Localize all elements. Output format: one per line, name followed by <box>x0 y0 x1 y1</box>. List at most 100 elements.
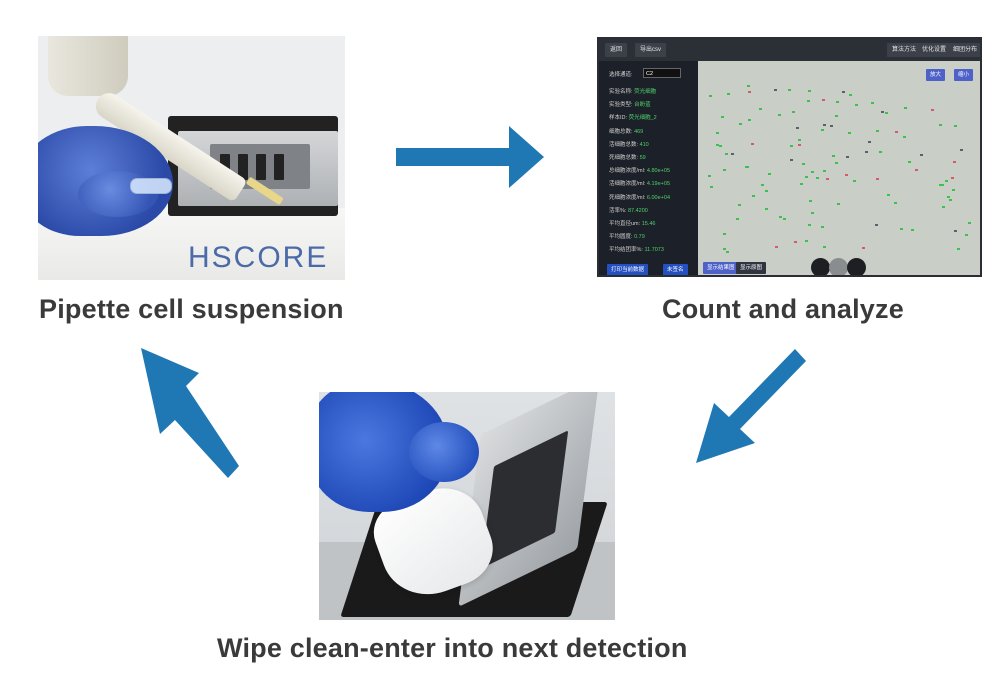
gloved-fingers <box>409 422 479 482</box>
result-row: 总细胞浓度/ml: 4.80e+05 <box>609 166 670 174</box>
cell-marker <box>875 130 879 132</box>
result-row: 样本ID: 荧光细胞_2 <box>609 113 657 121</box>
algorithm-button[interactable]: 算法方法 <box>887 43 922 57</box>
cell-marker <box>952 189 956 192</box>
cell-marker <box>837 203 841 206</box>
cell-marker <box>948 198 952 201</box>
cell-marker <box>759 107 763 110</box>
cell-marker <box>904 107 908 110</box>
show-original-button[interactable]: 显示原图 <box>736 262 767 274</box>
cell-marker <box>709 95 713 98</box>
arrow-right-icon <box>396 126 544 188</box>
channel-select[interactable]: C2 <box>643 68 681 78</box>
cell-marker <box>907 160 911 163</box>
distribution-button[interactable]: 细团分布 <box>948 43 980 57</box>
cell-marker <box>823 124 827 127</box>
cell-marker <box>715 144 719 147</box>
cell-marker <box>804 239 808 242</box>
cell-marker <box>845 155 849 158</box>
cell-marker <box>795 126 799 129</box>
pipette-photo: HSCORE <box>38 36 345 280</box>
cell-marker <box>954 229 958 232</box>
screen-toolbar: 返回 导出csv 算法方法 优化设置 细团分布 <box>599 39 980 61</box>
result-label: 平均圆度: <box>609 234 633 241</box>
cell-marker <box>778 113 782 116</box>
result-row: 活细胞总数: 410 <box>609 140 649 148</box>
cell-marker <box>953 125 957 128</box>
cell-marker <box>894 131 898 134</box>
cell-marker <box>841 90 845 93</box>
zoom-out-button[interactable]: 缩小 <box>954 69 974 81</box>
result-value: 469 <box>634 128 644 135</box>
cell-marker <box>764 190 768 193</box>
cell-marker <box>799 183 803 186</box>
cell-marker <box>811 170 815 173</box>
result-label: 死细胞浓度/ml: <box>609 194 646 201</box>
result-value: 59 <box>639 155 646 161</box>
result-row: 死细胞浓度/ml: 6.00e+04 <box>609 193 670 201</box>
cell-marker <box>957 247 961 250</box>
channel-label: 选择通道: <box>609 72 633 78</box>
settings-button[interactable]: 优化设置 <box>917 43 952 57</box>
result-label: 死细胞总数: <box>609 155 639 161</box>
cell-marker <box>774 245 778 248</box>
cell-marker <box>787 88 791 91</box>
cell-marker <box>802 163 806 166</box>
cell-marker <box>746 166 750 169</box>
page-dot[interactable] <box>811 258 830 275</box>
cell-marker <box>725 152 729 155</box>
cell-marker <box>835 100 839 103</box>
result-row: 平均圆度: 0.79 <box>609 232 645 240</box>
result-value: 15.46 <box>641 221 656 227</box>
result-label: 活细胞总数: <box>609 141 639 148</box>
result-label: 活细胞浓度/ml: <box>609 181 646 188</box>
cell-marker <box>726 93 730 95</box>
page-dot[interactable] <box>829 258 848 275</box>
show-result-button[interactable]: 显示结果图 <box>703 262 739 274</box>
cell-marker <box>710 185 714 188</box>
cell-marker <box>931 109 935 112</box>
result-label: 实验类型: <box>609 102 633 109</box>
cell-marker <box>707 175 711 178</box>
page-dot[interactable] <box>847 258 866 275</box>
cell-marker <box>870 101 874 104</box>
cell-marker <box>845 173 849 176</box>
wipe-photo <box>319 392 615 620</box>
print-button[interactable]: 打印当前数据 <box>607 264 649 275</box>
result-row: 平均结团率%: 11.7073 <box>609 245 664 253</box>
result-row: 死细胞总数: 59 <box>609 153 646 161</box>
cell-marker <box>806 99 810 102</box>
sample-tube <box>130 178 172 194</box>
cell-marker <box>716 131 720 134</box>
cell-marker <box>881 110 885 113</box>
cell-marker <box>867 141 871 144</box>
cell-marker <box>848 131 852 134</box>
cell-marker <box>765 208 769 211</box>
cell-marker <box>750 142 754 145</box>
cell-marker <box>950 176 954 179</box>
result-value: 0.79 <box>634 234 645 241</box>
cell-marker <box>793 241 797 244</box>
result-label: 平均结团率%: <box>609 247 643 254</box>
sign-button[interactable]: 未签名 <box>663 264 688 275</box>
result-value: 荧光细胞 <box>634 89 657 95</box>
cell-image-view[interactable]: 放大 缩小 显示结果图 显示原图 <box>698 61 980 275</box>
back-button[interactable]: 返回 <box>605 43 628 57</box>
result-row: 平均直径um: 15.46 <box>609 219 655 227</box>
cell-marker <box>945 180 949 183</box>
cell-marker <box>884 111 888 114</box>
cell-marker <box>722 248 726 251</box>
zoom-in-button[interactable]: 放大 <box>926 69 946 81</box>
cell-marker <box>946 196 950 199</box>
cell-marker <box>965 233 969 236</box>
cell-marker <box>894 202 898 205</box>
export-csv-button[interactable]: 导出csv <box>635 43 667 57</box>
cell-marker <box>862 247 866 250</box>
cell-marker <box>967 221 971 224</box>
cell-marker <box>791 110 795 113</box>
cell-marker <box>864 151 868 154</box>
cell-marker <box>790 158 794 161</box>
result-label: 细胞总数: <box>609 128 633 135</box>
cell-marker <box>821 225 825 228</box>
